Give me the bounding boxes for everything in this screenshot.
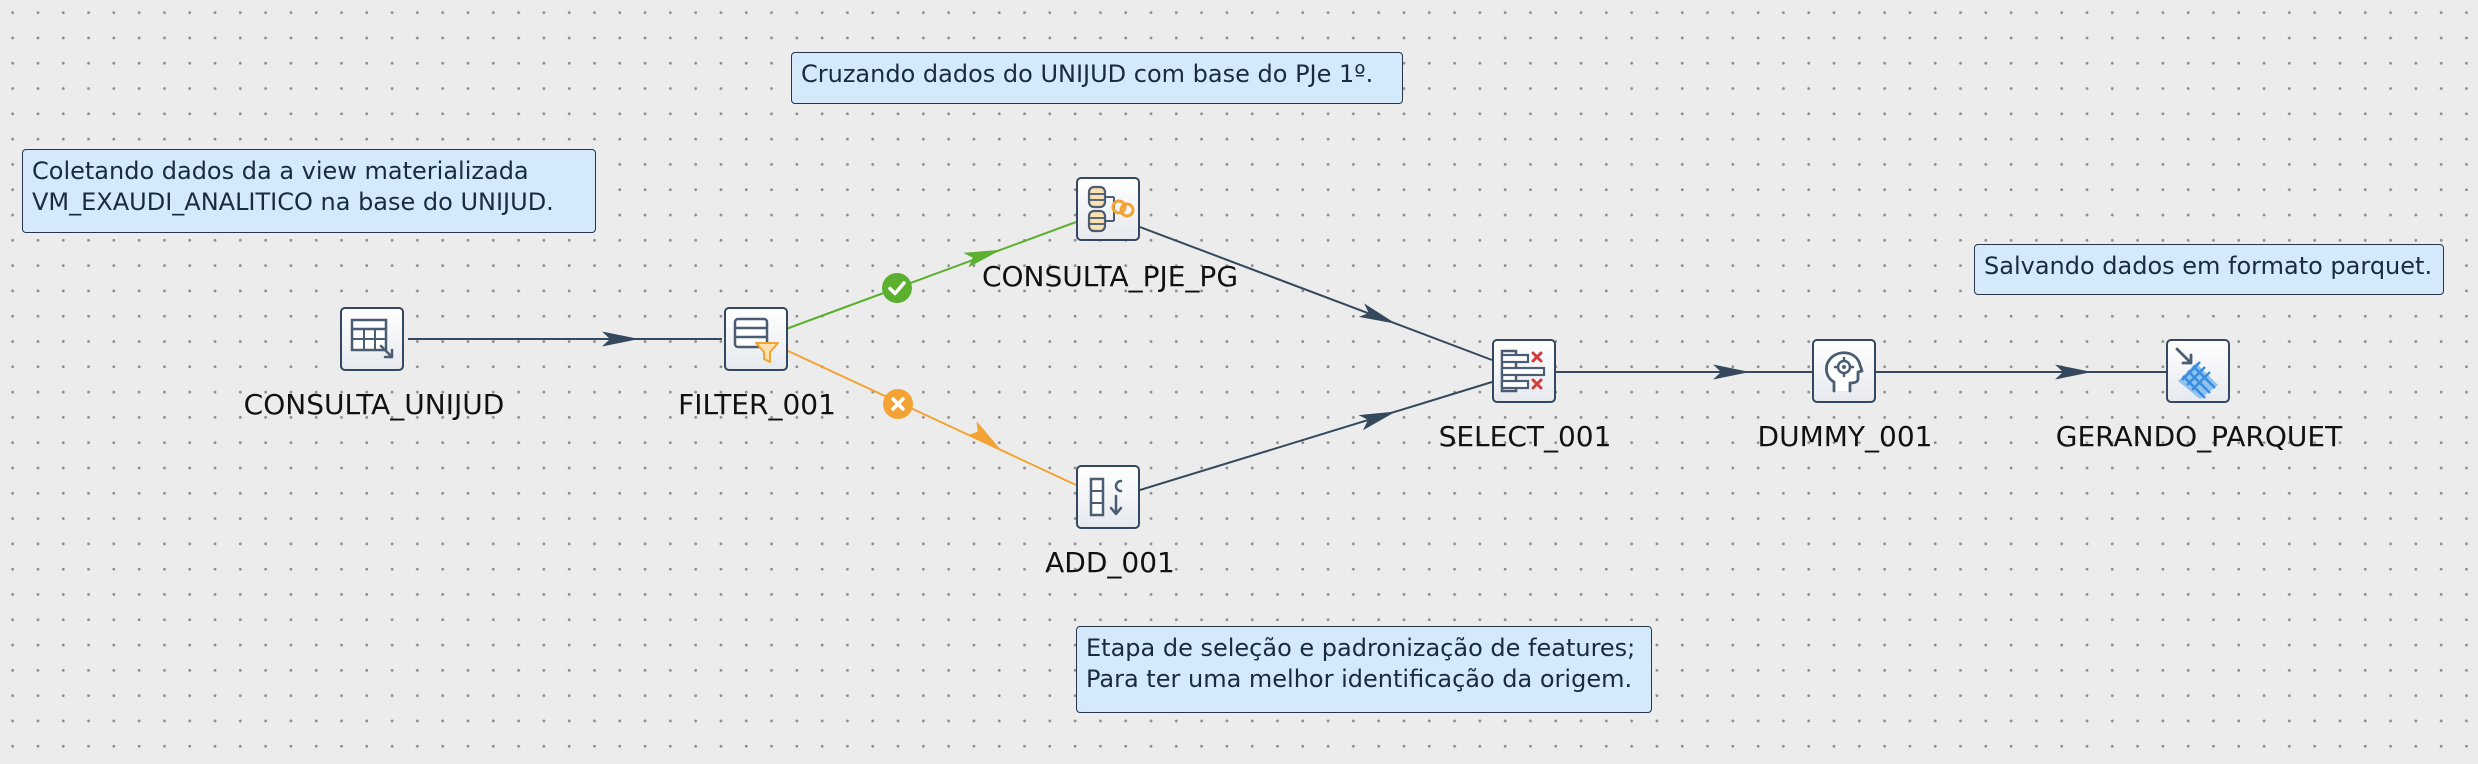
step-consulta-pje-pg[interactable] (1076, 177, 1140, 241)
database-join-icon (1087, 185, 1135, 233)
dummy-head-icon (1825, 351, 1864, 393)
step-gerando-parquet[interactable] (2166, 339, 2230, 403)
hop-arrow-icon (963, 249, 1001, 268)
hop-consulta-pje-to-select[interactable] (1139, 226, 1493, 361)
note-line: VM_EXAUDI_ANALITICO na base do UNIJUD. (32, 188, 554, 216)
hop-true-badge[interactable] (882, 273, 912, 303)
filter-rows-icon (733, 317, 779, 363)
note-cruzando[interactable]: Cruzando dados do UNIJUD com base do PJe… (791, 52, 1403, 104)
note-unijud[interactable]: Coletando dados da a view materializada … (22, 149, 596, 233)
note-line: Para ter uma melhor identificação da ori… (1086, 665, 1633, 693)
hop-arrow-icon (967, 421, 1001, 450)
note-parquet[interactable]: Salvando dados em formato parquet. (1974, 244, 2444, 295)
parquet-output-icon (2175, 347, 2218, 399)
step-label: SELECT_001 (1438, 420, 1612, 453)
note-line: Coletando dados da a view materializada (32, 157, 529, 185)
note-line: Cruzando dados do UNIJUD com base do PJe… (801, 60, 1374, 88)
add-constants-icon (1089, 477, 1123, 517)
hop-filter-to-consulta-pje-true[interactable] (785, 221, 1077, 330)
step-label: FILTER_001 (678, 388, 836, 421)
step-label: GERANDO_PARQUET (2055, 420, 2343, 453)
hop-arrow-icon (602, 331, 639, 347)
hop-arrow-icon (1358, 303, 1396, 324)
step-add-001[interactable] (1076, 465, 1140, 529)
table-input-icon (350, 318, 394, 359)
note-etapa[interactable]: Etapa de seleção e padronização de featu… (1076, 626, 1652, 713)
close-icon (891, 397, 905, 411)
step-filter-001[interactable] (724, 307, 788, 371)
step-consulta-unijud[interactable] (340, 307, 404, 371)
step-label: CONSULTA_PJE_PG (981, 260, 1239, 293)
step-label: ADD_001 (1045, 546, 1175, 579)
check-icon (888, 281, 906, 296)
step-label: DUMMY_001 (1757, 420, 1933, 453)
note-line: Salvando dados em formato parquet. (1984, 252, 2433, 280)
hop-arrow-icon (1713, 364, 1750, 380)
hop-add-to-select[interactable] (1139, 381, 1493, 491)
hop-arrow-icon (1358, 411, 1396, 431)
step-dummy-001[interactable] (1812, 339, 1876, 403)
select-values-icon (1500, 349, 1546, 393)
hop-false-badge[interactable] (883, 389, 913, 419)
hop-filter-to-add-false[interactable] (785, 349, 1077, 486)
hop-arrow-icon (2055, 364, 2092, 380)
step-label: CONSULTA_UNIJUD (243, 388, 505, 421)
step-select-001[interactable] (1492, 339, 1556, 403)
note-line: Etapa de seleção e padronização de featu… (1086, 634, 1636, 662)
